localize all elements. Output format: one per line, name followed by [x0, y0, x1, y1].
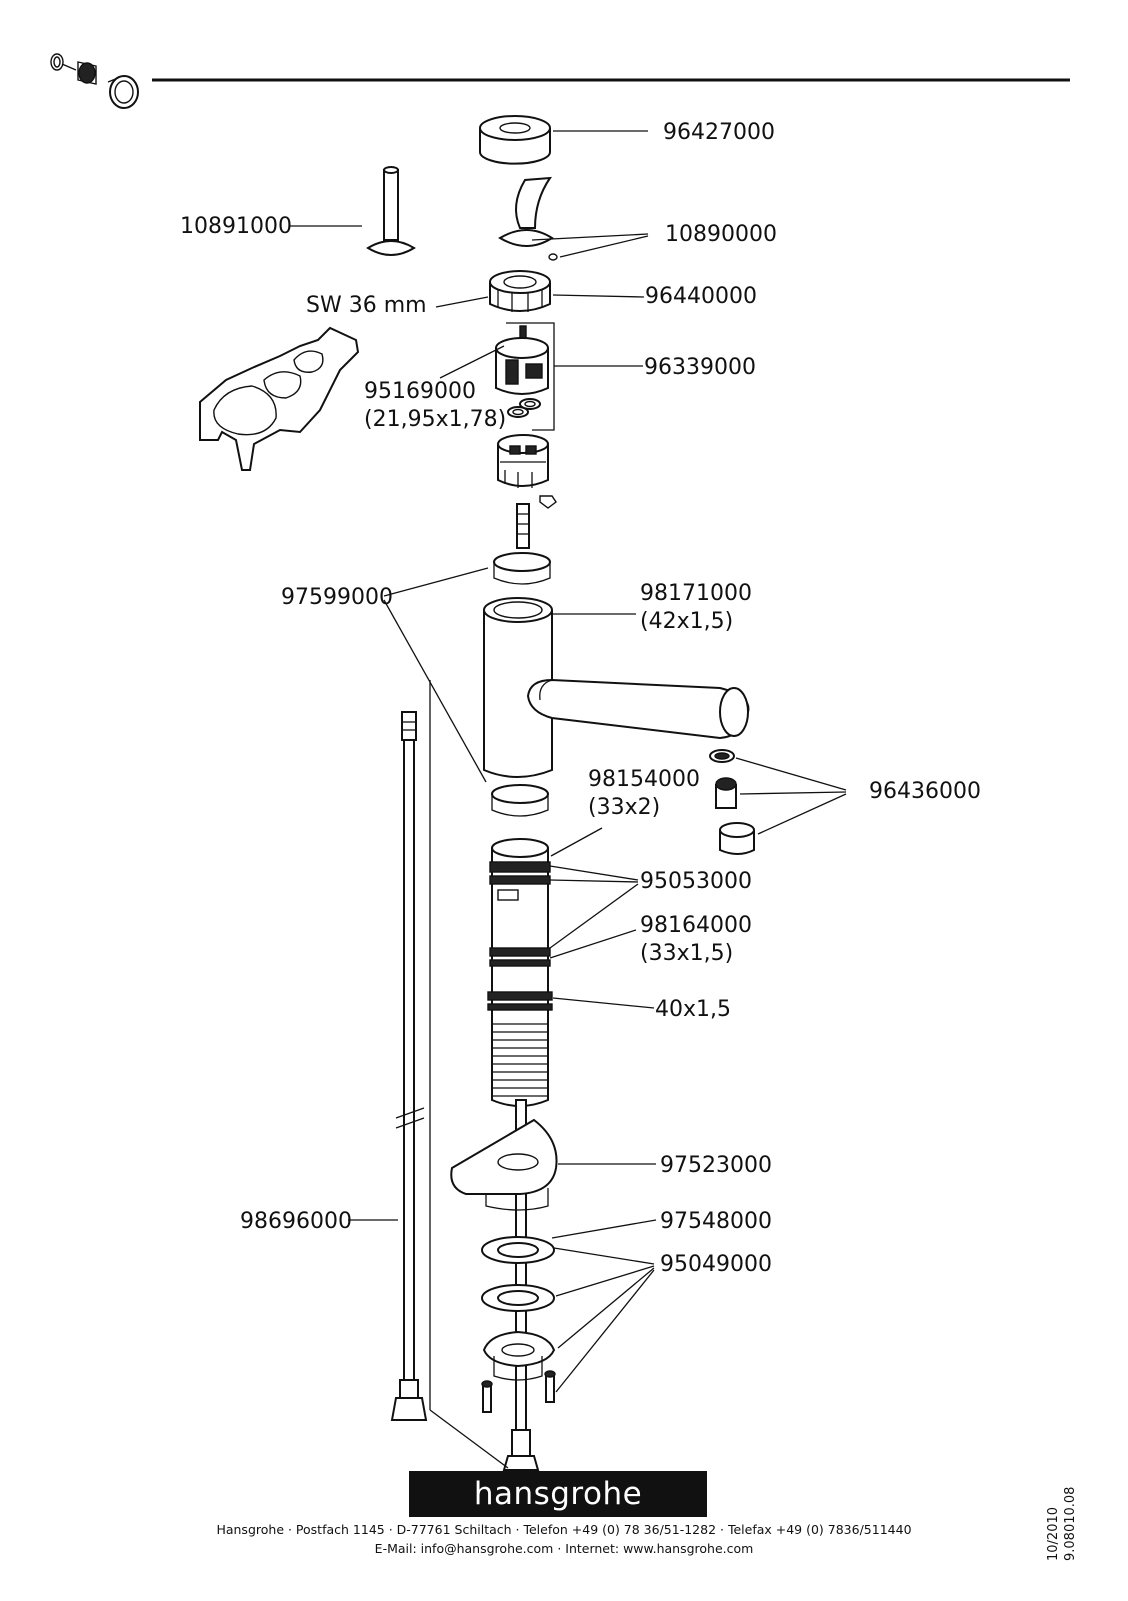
part-washers	[481, 1236, 556, 1381]
part-ring-97599000	[493, 552, 551, 585]
part-triangle-plate	[450, 1118, 558, 1211]
label-98171000-dim: (42x1,5)	[640, 609, 733, 634]
brand-logo-text: hansgrohe	[473, 1476, 643, 1512]
label-98696000: 98696000	[240, 1209, 352, 1234]
label-97548000: 97548000	[660, 1209, 772, 1234]
label-10891000: 10891000	[180, 214, 292, 239]
label-95169000: 95169000	[364, 379, 476, 404]
label-97523000: 97523000	[660, 1153, 772, 1178]
part-screws	[481, 1370, 556, 1413]
label-95169000-dim: (21,95x1,78)	[364, 407, 506, 432]
part-cartridge	[495, 325, 549, 418]
part-spout-body	[483, 597, 750, 778]
part-lever	[498, 176, 558, 261]
label-96440000: 96440000	[645, 284, 757, 309]
aerator-icon	[50, 53, 139, 109]
label-98154000: 98154000	[588, 767, 700, 792]
label-sw36: SW 36 mm	[306, 293, 427, 318]
label-96436000: 96436000	[869, 779, 981, 804]
part-lower-tube	[487, 838, 553, 1441]
label-98154000-dim: (33x2)	[588, 795, 660, 820]
label-40x15: 40x1,5	[655, 997, 731, 1022]
part-lever-extension	[366, 166, 416, 256]
footer-contact: E-Mail: info@hansgrohe.com · Internet: w…	[374, 1541, 754, 1556]
side-date: 10/2010	[1046, 1506, 1061, 1561]
part-cap-ring	[479, 115, 551, 165]
brand-logo: hansgrohe	[409, 1471, 707, 1517]
label-97599000: 97599000	[281, 585, 393, 610]
label-98164000-dim: (33x1,5)	[640, 941, 733, 966]
part-ring-98154000	[491, 784, 549, 817]
part-hose	[390, 680, 509, 1469]
label-96339000: 96339000	[644, 355, 756, 380]
part-wrench	[199, 326, 360, 471]
label-96427000: 96427000	[663, 120, 775, 145]
part-valve-base	[497, 434, 557, 509]
part-nut	[489, 270, 551, 312]
label-98171000: 98171000	[640, 581, 752, 606]
footer-address: Hansgrohe · Postfach 1145 · D-77761 Schi…	[216, 1522, 912, 1537]
label-98164000: 98164000	[640, 913, 752, 938]
label-95053000: 95053000	[640, 869, 752, 894]
part-spindle	[516, 503, 530, 549]
side-doc-number: 9.08010.08	[1063, 1486, 1078, 1561]
part-aerator	[709, 749, 755, 855]
label-95049000: 95049000	[660, 1252, 772, 1277]
part-lower-nut	[502, 1429, 540, 1471]
label-10890000: 10890000	[665, 222, 777, 247]
